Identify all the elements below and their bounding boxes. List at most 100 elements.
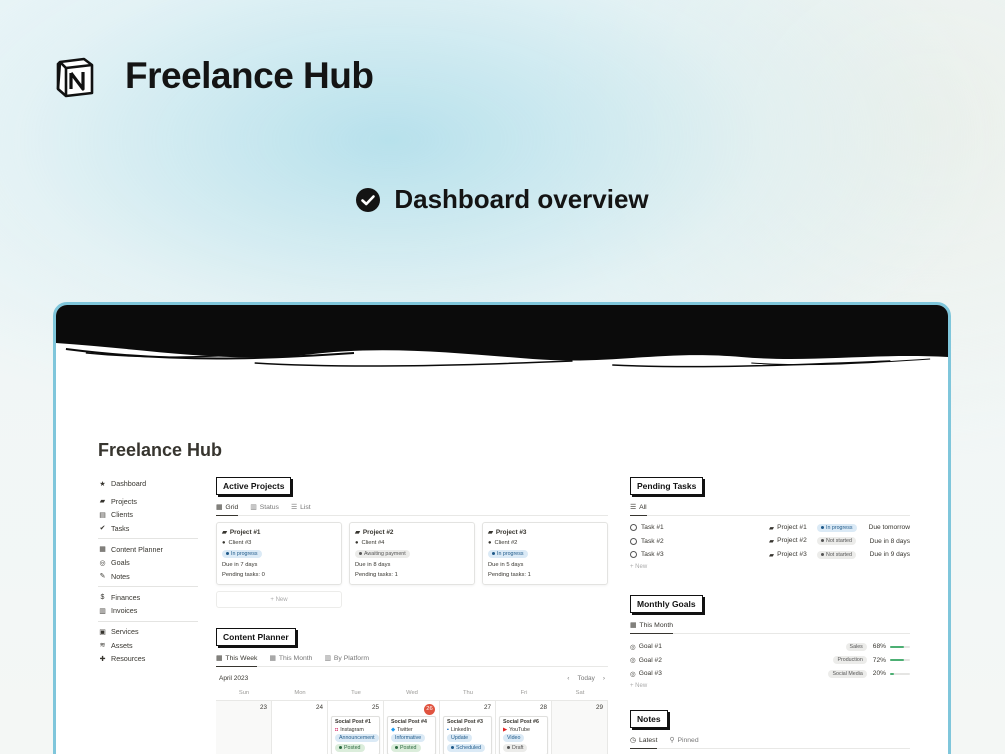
check-circle-icon: ✔: [99, 525, 106, 533]
sidebar-item-content-planner[interactable]: ▦Content Planner: [98, 543, 198, 557]
project-status-row: In progress: [488, 550, 602, 558]
post-title: Social Post #4: [391, 719, 427, 725]
tab-all[interactable]: ☰All: [630, 503, 647, 516]
pending-count: Pending tasks: 1: [355, 572, 398, 578]
calendar-icon: ▦: [99, 546, 106, 554]
project-due: Due in 7 days: [222, 562, 258, 568]
check-circle-icon: [356, 187, 381, 212]
goal-area-badge: Social Media: [828, 669, 867, 678]
project-name-text: Project #1: [229, 528, 261, 536]
card-icon: ▤: [99, 511, 106, 519]
tab-latest[interactable]: ◷Latest: [630, 736, 658, 749]
task-checkbox[interactable]: [630, 537, 637, 545]
post-status-text: Posted: [344, 744, 361, 751]
today-button[interactable]: Today: [577, 675, 595, 682]
sidebar-item-notes[interactable]: ✎Notes: [98, 570, 198, 584]
tab-list[interactable]: ☰List: [291, 503, 311, 512]
status-dot: [395, 745, 398, 749]
goal-percent: 72%: [872, 656, 886, 664]
sidebar-item-clients[interactable]: ▤Clients: [98, 508, 198, 522]
tab-this-month[interactable]: ▦This Month: [630, 621, 674, 634]
calendar-day[interactable]: 24: [272, 701, 328, 754]
tab-by-platform[interactable]: ▥By Platform: [324, 654, 370, 663]
day-number: 29: [595, 704, 603, 711]
sidebar-divider: [98, 538, 198, 539]
user-icon: ●: [355, 540, 359, 546]
sidebar-item-finances[interactable]: $Finances: [98, 591, 198, 605]
post-type-badge: Update: [447, 734, 473, 742]
project-name: ▰Project #1: [222, 528, 336, 537]
sidebar-item-goals[interactable]: ◎Goals: [98, 556, 198, 570]
task-project: ▰Project #1: [769, 524, 817, 532]
post-status-row: Scheduled: [447, 742, 488, 752]
day-number: 24: [315, 704, 323, 711]
sidebar-item-dashboard[interactable]: ★Dashboard: [98, 477, 198, 491]
task-checkbox[interactable]: [630, 524, 637, 532]
sidebar-item-assets[interactable]: ≋Assets: [98, 639, 198, 653]
content-planner-title: Content Planner: [216, 628, 296, 646]
calendar-header: April 2023 ‹Today›: [216, 675, 608, 682]
new-task-button[interactable]: + New: [630, 563, 648, 570]
target-icon: ◎: [630, 670, 636, 678]
content-planner-tabs: ▦This Week ▦This Month ▥By Platform: [216, 654, 608, 667]
sidebar-item-projects[interactable]: ▰Projects: [98, 495, 198, 509]
prev-month-icon[interactable]: ‹: [567, 675, 570, 682]
status-text: In progress: [497, 551, 524, 557]
tab-this-week[interactable]: ▦This Week: [216, 654, 258, 667]
calendar-icon: ▦: [269, 655, 276, 662]
tab-pinned[interactable]: ⚲Pinned: [669, 736, 699, 745]
tab-grid[interactable]: ▦Grid: [216, 503, 239, 516]
sidebar-item-services[interactable]: ▣Services: [98, 625, 198, 639]
task-status-badge: In progress: [817, 523, 857, 532]
tab-this-month[interactable]: ▦This Month: [269, 654, 312, 663]
task-project: ▰Project #3: [769, 551, 817, 559]
new-project-button[interactable]: + New: [216, 591, 342, 608]
new-goal-button[interactable]: + New: [630, 682, 648, 689]
sidebar-item-label: Assets: [111, 640, 133, 650]
project-name: ▰Project #3: [488, 528, 602, 537]
status-text: Awaiting payment: [364, 551, 406, 557]
client-name: Client #3: [228, 540, 252, 546]
sidebar-item-tasks[interactable]: ✔Tasks: [98, 522, 198, 536]
tab-label: By Platform: [333, 654, 370, 662]
post-status-row: Posted: [391, 742, 432, 752]
post-status-badge: Scheduled: [447, 743, 486, 752]
monthly-goals-tabs: ▦This Month: [630, 621, 910, 634]
goal-progress-bar: [890, 659, 910, 662]
status-dot: [821, 552, 824, 556]
pending-tasks-title: Pending Tasks: [630, 477, 704, 495]
sidebar-item-resources[interactable]: ✚Resources: [98, 652, 198, 666]
tab-status[interactable]: ▥Status: [250, 503, 279, 512]
calendar-day[interactable]: 29: [552, 701, 608, 754]
sidebar-item-label: Resources: [111, 654, 146, 664]
day-number: 28: [539, 704, 547, 711]
sidebar-item-invoices[interactable]: ▥Invoices: [98, 604, 198, 618]
calendar-day[interactable]: 23: [216, 701, 272, 754]
folder-icon: ▰: [99, 498, 106, 506]
task-name: Task #1: [641, 524, 664, 532]
target-icon: ◎: [630, 657, 636, 665]
goal-progress-fill: [890, 659, 905, 662]
next-month-icon[interactable]: ›: [602, 675, 605, 682]
instagram-icon: ◘: [335, 726, 339, 733]
post-status-row: Draft: [503, 742, 544, 752]
task-checkbox[interactable]: [630, 551, 637, 559]
